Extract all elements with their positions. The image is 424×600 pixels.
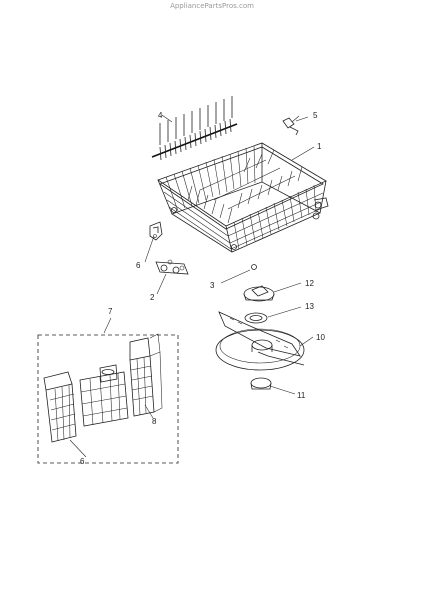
handle-basket-center <box>79 364 129 427</box>
callout-5: 5 <box>313 111 318 120</box>
callout-6-lower: 6 <box>80 457 85 466</box>
part-4-tine-row <box>151 96 238 161</box>
callout-7: 7 <box>108 307 113 316</box>
callout-13: 13 <box>305 302 314 311</box>
part-10-spray-arm <box>215 311 305 371</box>
callout-1: 1 <box>317 142 322 151</box>
part-3-screw <box>251 264 257 270</box>
part-2-wheel-bracket <box>155 259 189 275</box>
leader-lines <box>69 114 315 458</box>
callout-2: 2 <box>150 293 155 302</box>
callout-11: 11 <box>297 391 306 400</box>
part-7-basket-group <box>37 333 179 464</box>
watermark-text: AppliancePartsPros.com <box>170 2 254 10</box>
callout-3: 3 <box>210 281 215 290</box>
callout-labels: 4 5 1 6 2 3 12 13 10 11 7 8 6 <box>80 111 325 466</box>
callout-8: 8 <box>152 417 157 426</box>
part-6-rack-clip <box>149 221 163 241</box>
callout-12: 12 <box>305 279 314 288</box>
tall-basket-right <box>129 333 163 417</box>
callout-10: 10 <box>316 333 325 342</box>
callout-6-upper: 6 <box>136 261 141 270</box>
part-13-seal <box>244 312 268 324</box>
part-12-nut <box>243 285 275 302</box>
small-basket-left <box>43 371 77 443</box>
part-11-ring <box>250 377 272 390</box>
part-5-clip <box>282 116 309 136</box>
part-1-lower-rack <box>157 142 329 253</box>
callout-4: 4 <box>158 111 163 120</box>
